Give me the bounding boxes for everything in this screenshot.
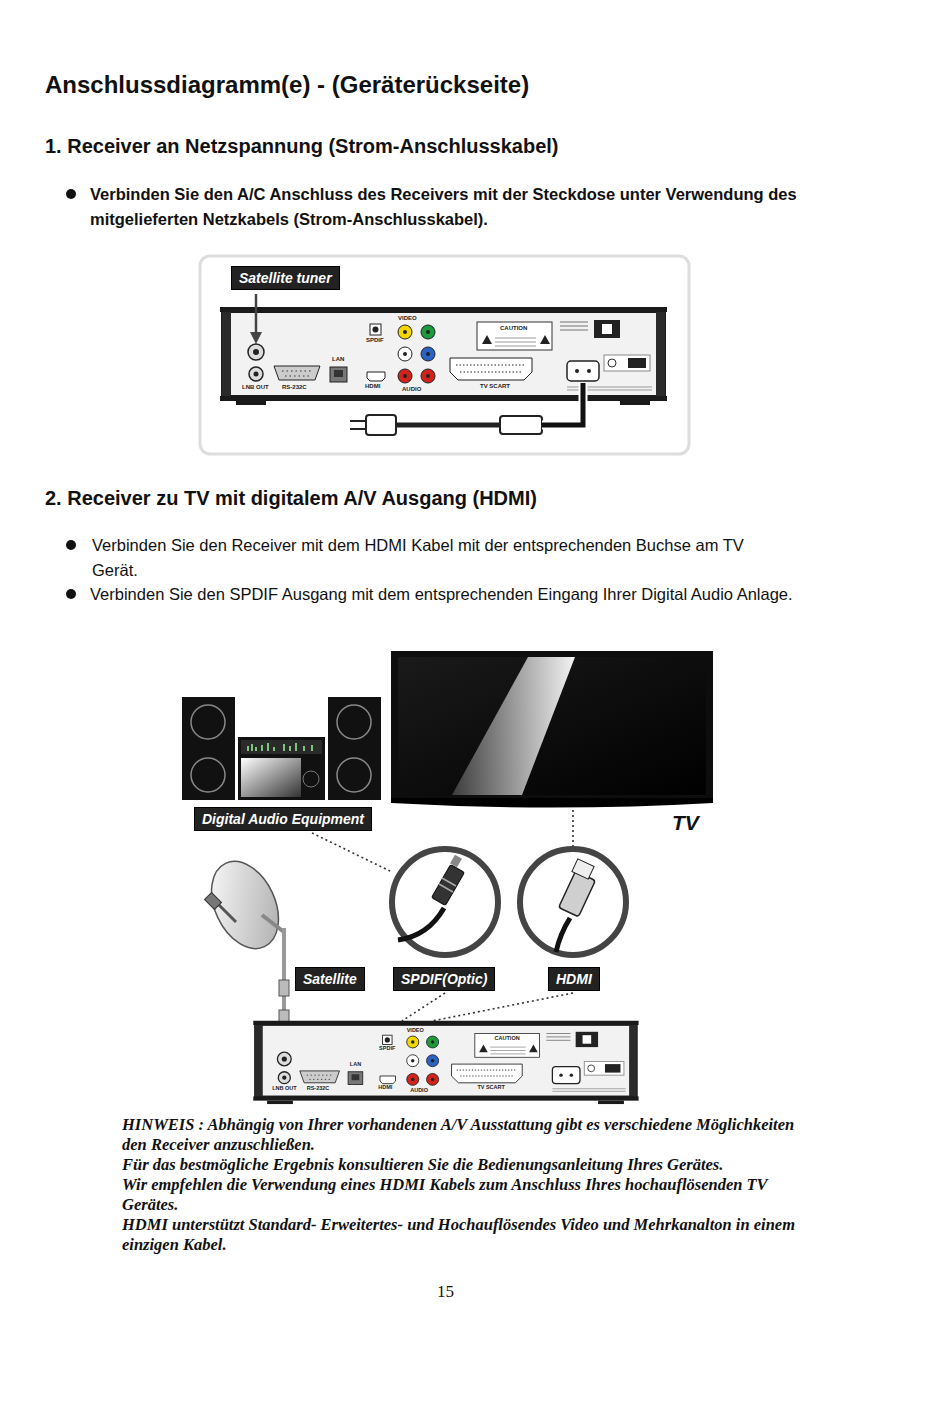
digital-audio-equipment [182, 697, 235, 800]
power-cable [350, 383, 583, 435]
port-label: LNB OUT [272, 1086, 296, 1092]
tag-text: Satellite tuner [239, 270, 332, 286]
spdif-cable-icon [450, 855, 462, 868]
satellite-dish [279, 980, 289, 996]
port-label: AUDIO [402, 386, 421, 392]
port-label: RS-232C [307, 1086, 330, 1092]
hdmi-cable-icon [556, 918, 570, 952]
digital-audio-equipment [238, 737, 325, 800]
leader-lines [572, 810, 574, 846]
digital-audio-equipment [248, 743, 312, 751]
tag-text: HDMI [556, 971, 592, 987]
callout-tag: Satellite [295, 967, 365, 991]
leader-lines [432, 993, 573, 1021]
section-heading: 2. Receiver zu TV mit digitalem A/V Ausg… [45, 485, 537, 511]
spdif-cable-icon [392, 849, 498, 955]
digital-audio-equipment [303, 771, 319, 787]
port-label: LNB OUT [242, 384, 269, 390]
bullet-dots [66, 540, 76, 550]
digital-audio-equipment [182, 697, 381, 800]
tag-text: Digital Audio Equipment [202, 811, 364, 827]
leader-lines [402, 993, 445, 1021]
port-label: SPDIF [366, 337, 384, 343]
port-label: CAUTION [495, 1036, 520, 1042]
satellite-dish [279, 1010, 289, 1022]
note-text: Für das bestmögliche Ergebnis konsultier… [122, 1155, 812, 1175]
port-label: TV SCART [480, 383, 510, 389]
note-text: HDMI unterstützt Standard- Erweitertes- … [122, 1215, 812, 1255]
spdif-cable-icon [442, 878, 456, 886]
bullet-dots [66, 589, 76, 599]
port-label: LAN [332, 356, 344, 362]
hdmi-cable-icon [520, 849, 626, 955]
digital-audio-equipment [337, 758, 371, 792]
tuner-arrow [250, 332, 262, 344]
power-cable [350, 428, 366, 430]
port-label: VIDEO [407, 1028, 424, 1034]
bullet-dots [66, 189, 76, 599]
satellite-dish [205, 893, 222, 910]
device-label: TV [672, 811, 699, 835]
diagram-frame [200, 256, 689, 454]
tv-set [391, 651, 713, 808]
hdmi-cable-icon [520, 849, 626, 955]
section-heading: 1. Receiver an Netzspannung (Strom-Ansch… [45, 133, 558, 159]
port-label: LAN [350, 1062, 361, 1068]
digital-audio-equipment [191, 705, 225, 739]
port-label: VIDEO [398, 315, 417, 321]
note-block: HINWEIS : Abhängig von Ihrer vorhandenen… [122, 1115, 812, 1255]
digital-audio-equipment [328, 697, 381, 800]
port-label: RS-232C [282, 384, 307, 390]
digital-audio-equipment [337, 705, 371, 739]
port-label: CAUTION [500, 325, 527, 331]
digital-audio-equipment [241, 758, 301, 797]
receiver-back-panel [253, 1021, 638, 1104]
tv-set [398, 657, 706, 795]
bullet-dots [66, 189, 76, 199]
callout-tag: SPDIF(Optic) [393, 967, 495, 991]
port-label: HDMI [365, 383, 380, 389]
digital-audio-equipment [241, 740, 322, 754]
tv-set [391, 798, 713, 808]
power-cable [542, 383, 583, 425]
tuner-arrow [255, 294, 258, 334]
power-cable [350, 420, 366, 422]
port-label: TV SCART [477, 1085, 505, 1091]
instruction-text: Verbinden Sie den SPDIF Ausgang mit dem … [90, 582, 815, 607]
diagram-frame [200, 256, 689, 454]
power-cable [366, 415, 396, 435]
tv-set [452, 657, 575, 795]
callout-tag: Satellite tuner [231, 266, 340, 290]
leader-lines [312, 833, 392, 872]
instruction-text: Verbinden Sie den Receiver mit dem HDMI … [92, 533, 792, 583]
port-label: SPDIF [379, 1046, 395, 1052]
power-cable [500, 416, 542, 434]
spdif-cable-icon [432, 865, 465, 906]
port-label: HDMI [378, 1085, 392, 1091]
note-text: Wir empfehlen die Verwendung eines HDMI … [122, 1175, 812, 1215]
instruction-text: Verbinden Sie den A/C Anschluss des Rece… [90, 182, 835, 232]
hdmi-cable-icon [559, 871, 596, 917]
spdif-cable-icon [439, 884, 453, 892]
spdif-cable-icon [398, 908, 444, 940]
digital-audio-equipment [191, 758, 225, 792]
satellite-dish [198, 851, 291, 960]
power-cable [396, 423, 500, 428]
spdif-cable-icon [392, 849, 498, 955]
page-number: 15 [437, 1282, 454, 1302]
tv-set [391, 651, 713, 801]
receiver-back-panel [220, 307, 667, 405]
tag-text: Satellite [303, 971, 357, 987]
satellite-dish [262, 915, 284, 932]
page-title: Anschlussdiagramm(e) - (Geräterückseite) [45, 70, 529, 100]
callout-tag: Digital Audio Equipment [194, 807, 372, 831]
tag-text: SPDIF(Optic) [401, 971, 487, 987]
callout-tag: HDMI [548, 967, 600, 991]
note-text: HINWEIS : Abhängig von Ihrer vorhandenen… [122, 1115, 812, 1155]
hdmi-cable-icon [572, 859, 594, 879]
power-cable [542, 383, 583, 425]
tuner-arrow [250, 294, 262, 344]
port-label: AUDIO [410, 1088, 428, 1094]
